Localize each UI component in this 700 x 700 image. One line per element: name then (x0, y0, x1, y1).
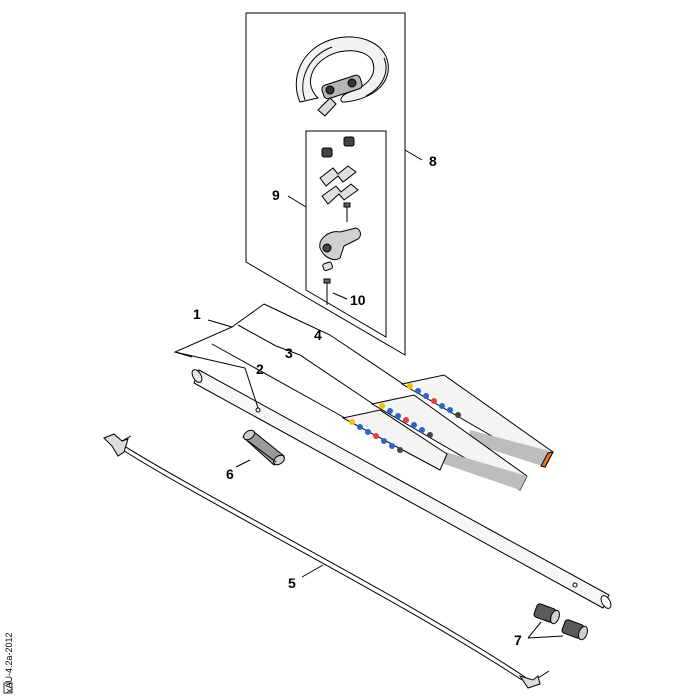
spacer-sleeve (322, 261, 334, 272)
callout-10: 10 (350, 292, 366, 308)
screw-long (323, 278, 331, 305)
side-catalog-code: xAU-4.2a-2012 (4, 632, 14, 693)
decal-strip-upper (400, 374, 554, 468)
decal-strip-lower (341, 409, 448, 471)
hardware-kit-frame-9 (305, 130, 387, 338)
callout-8: 8 (429, 153, 437, 169)
callout-1: 1 (193, 306, 201, 322)
callout-3: 3 (285, 345, 293, 361)
screw-short (343, 202, 351, 222)
side-code-box (3, 682, 13, 694)
callout-2: 2 (256, 361, 264, 377)
decal-strip-middle (370, 394, 528, 491)
callout-5: 5 (288, 575, 296, 591)
leader-lines (173, 149, 564, 639)
trigger-bracket (319, 227, 361, 261)
throttle-cable (103, 433, 550, 689)
decal-icons (349, 383, 461, 453)
callout-6: 6 (226, 466, 234, 482)
clamp-halves (319, 165, 359, 205)
drive-tube (191, 369, 612, 609)
callout-9: 9 (272, 187, 280, 203)
loop-handle (295, 36, 389, 117)
grip-sleeve (242, 429, 285, 466)
callout-7: 7 (514, 632, 522, 648)
assembly-frame-8 (245, 12, 406, 356)
rubber-sleeves (533, 603, 588, 641)
callout-4: 4 (314, 327, 322, 343)
hardware-nuts (321, 136, 355, 158)
